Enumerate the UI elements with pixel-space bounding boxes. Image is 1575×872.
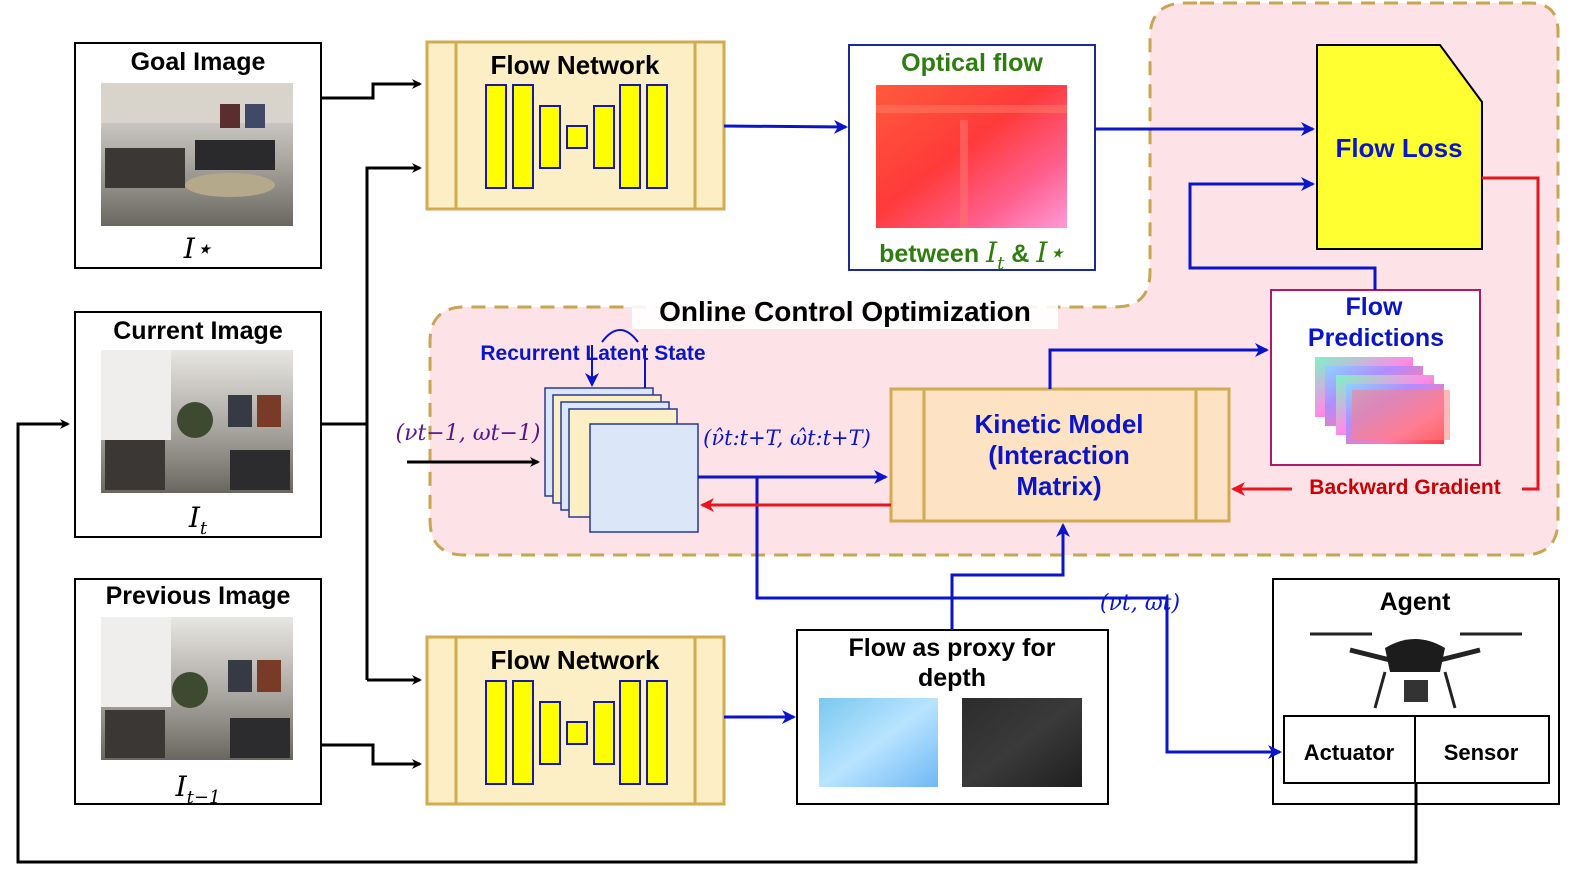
previous-image-title: Previous Image bbox=[106, 582, 291, 610]
drone-icon bbox=[1310, 632, 1522, 709]
gray-depth-image bbox=[962, 698, 1082, 787]
kinetic-model-line1: Kinetic Model bbox=[974, 409, 1143, 439]
goal-image-title: Goal Image bbox=[131, 48, 266, 76]
current-image-title: Current Image bbox=[113, 317, 283, 345]
flow-network-bottom-title: Flow Network bbox=[490, 645, 660, 675]
flow-predictions-line1: Flow bbox=[1346, 293, 1403, 321]
kinetic-model-line3: Matrix) bbox=[1016, 471, 1101, 501]
input-velocity-label: (νt−1, ωt−1) bbox=[395, 421, 540, 446]
output-velocity-label: (ν̂t:t+T, ω̂t:t+T) bbox=[703, 426, 871, 450]
flow-network-bottom: Flow Network bbox=[425, 635, 726, 806]
previous-image-symbol: It−1 bbox=[175, 770, 221, 808]
flow-loss-box: Flow Loss bbox=[1316, 44, 1483, 250]
actuator-label: Actuator bbox=[1304, 740, 1395, 765]
recurrent-state-label: Recurrent Latent State bbox=[480, 342, 705, 365]
current-image-box: Current Image It bbox=[74, 311, 322, 539]
goal-photo bbox=[101, 83, 293, 226]
online-control-title: Online Control Optimization bbox=[659, 296, 1031, 327]
encoder-decoder-bars bbox=[485, 680, 668, 785]
current-image-symbol: It bbox=[188, 501, 208, 539]
previous-image-box: Previous Image It−1 bbox=[74, 578, 322, 808]
goal-image-symbol: I⋆ bbox=[183, 232, 213, 265]
flow-network-top: Flow Network bbox=[425, 40, 726, 211]
sensor-label: Sensor bbox=[1444, 740, 1519, 765]
red-connectors bbox=[700, 176, 1540, 512]
kinetic-model-line2: (Interaction bbox=[988, 440, 1130, 470]
flow-predictions-box: Flow Predictions bbox=[1270, 289, 1481, 466]
current-photo bbox=[101, 350, 293, 493]
recurrent-latent-state bbox=[544, 329, 699, 533]
backward-gradient-label: Backward Gradient bbox=[1309, 476, 1500, 499]
depth-proxy-line1: Flow as proxy for bbox=[849, 634, 1056, 662]
flow-predictions-line2: Predictions bbox=[1308, 324, 1444, 352]
encoder-decoder-bars bbox=[485, 84, 668, 189]
depth-proxy-box: Flow as proxy for depth bbox=[796, 629, 1109, 805]
flow-network-top-title: Flow Network bbox=[490, 50, 660, 80]
agent-title: Agent bbox=[1380, 588, 1452, 616]
agent-box: Agent Actuator Sensor bbox=[1272, 578, 1560, 805]
blue-connectors bbox=[698, 119, 1377, 759]
flow-depth-image bbox=[819, 698, 938, 787]
previous-photo bbox=[101, 617, 293, 760]
goal-image-box: Goal Image I⋆ bbox=[74, 42, 322, 269]
optical-flow-title: Optical flow bbox=[901, 49, 1043, 77]
kinetic-model-box: Kinetic Model (Interaction Matrix) bbox=[889, 387, 1231, 523]
flow-loss-title: Flow Loss bbox=[1335, 133, 1462, 163]
optical-flow-caption: between It & I⋆ bbox=[879, 236, 1065, 274]
black-connectors bbox=[16, 79, 1418, 864]
depth-proxy-line2: depth bbox=[918, 664, 986, 692]
optical-flow-box: Optical flow between It & I⋆ bbox=[848, 44, 1096, 274]
